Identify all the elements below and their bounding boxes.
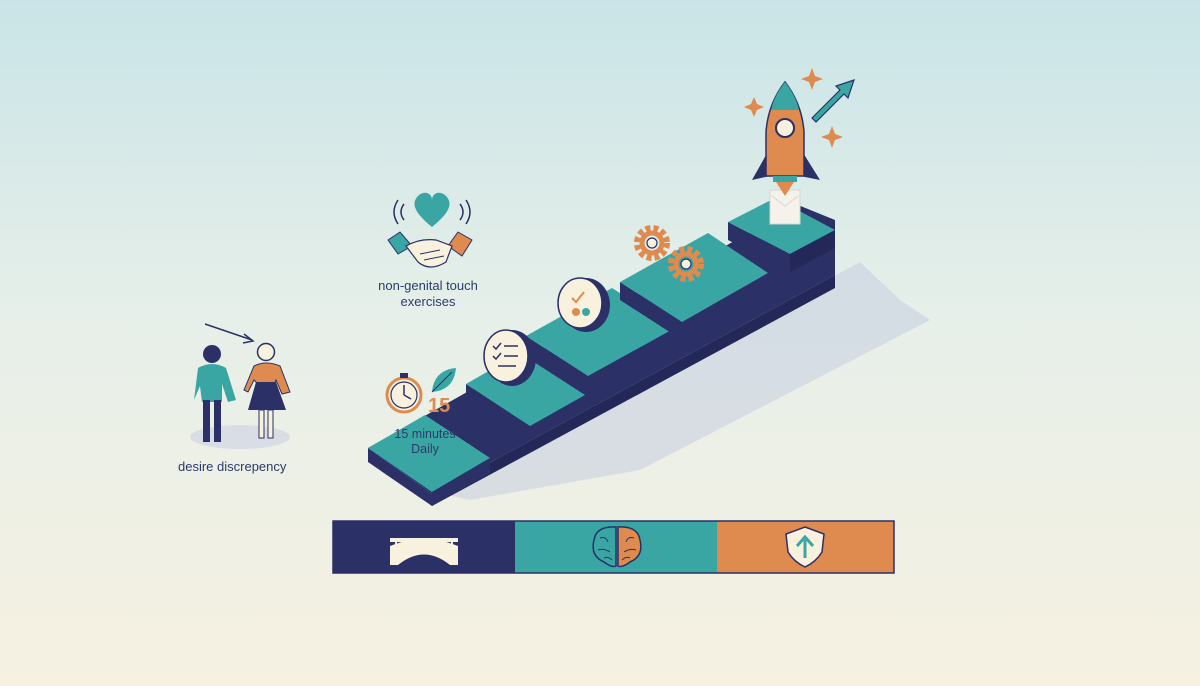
desire-arrow-icon [204,323,255,344]
outcome-bar [332,520,895,574]
woman-figure [243,342,291,439]
heart-icon [393,192,471,227]
step-4 [620,233,768,340]
timer-number: 15 [428,395,451,417]
shield-arrow-icon [785,526,825,568]
bridge-icon [390,538,458,565]
step-5 [728,198,835,272]
rocket-icon [752,80,820,225]
leaf-icon [431,368,456,393]
sparkle-icon [744,68,843,148]
couple-figures [190,323,291,449]
staircase-shadow [435,262,930,500]
desire-discrepancy-label: desire discrepency [178,459,287,474]
brain-icon [592,526,642,568]
gears-icon [634,225,704,282]
toggle-icon [557,277,610,332]
staircase [368,198,835,506]
checklist-icon [483,329,536,386]
handshake-icon [387,231,473,268]
step-1 [368,415,490,506]
clock-icon [385,373,423,414]
daily-minutes-label: 15 minutes Daily [394,427,456,456]
touch-exercises-label: non-genital touch exercises [378,278,478,309]
man-figure [194,345,236,442]
growth-arrow-icon [811,79,855,123]
